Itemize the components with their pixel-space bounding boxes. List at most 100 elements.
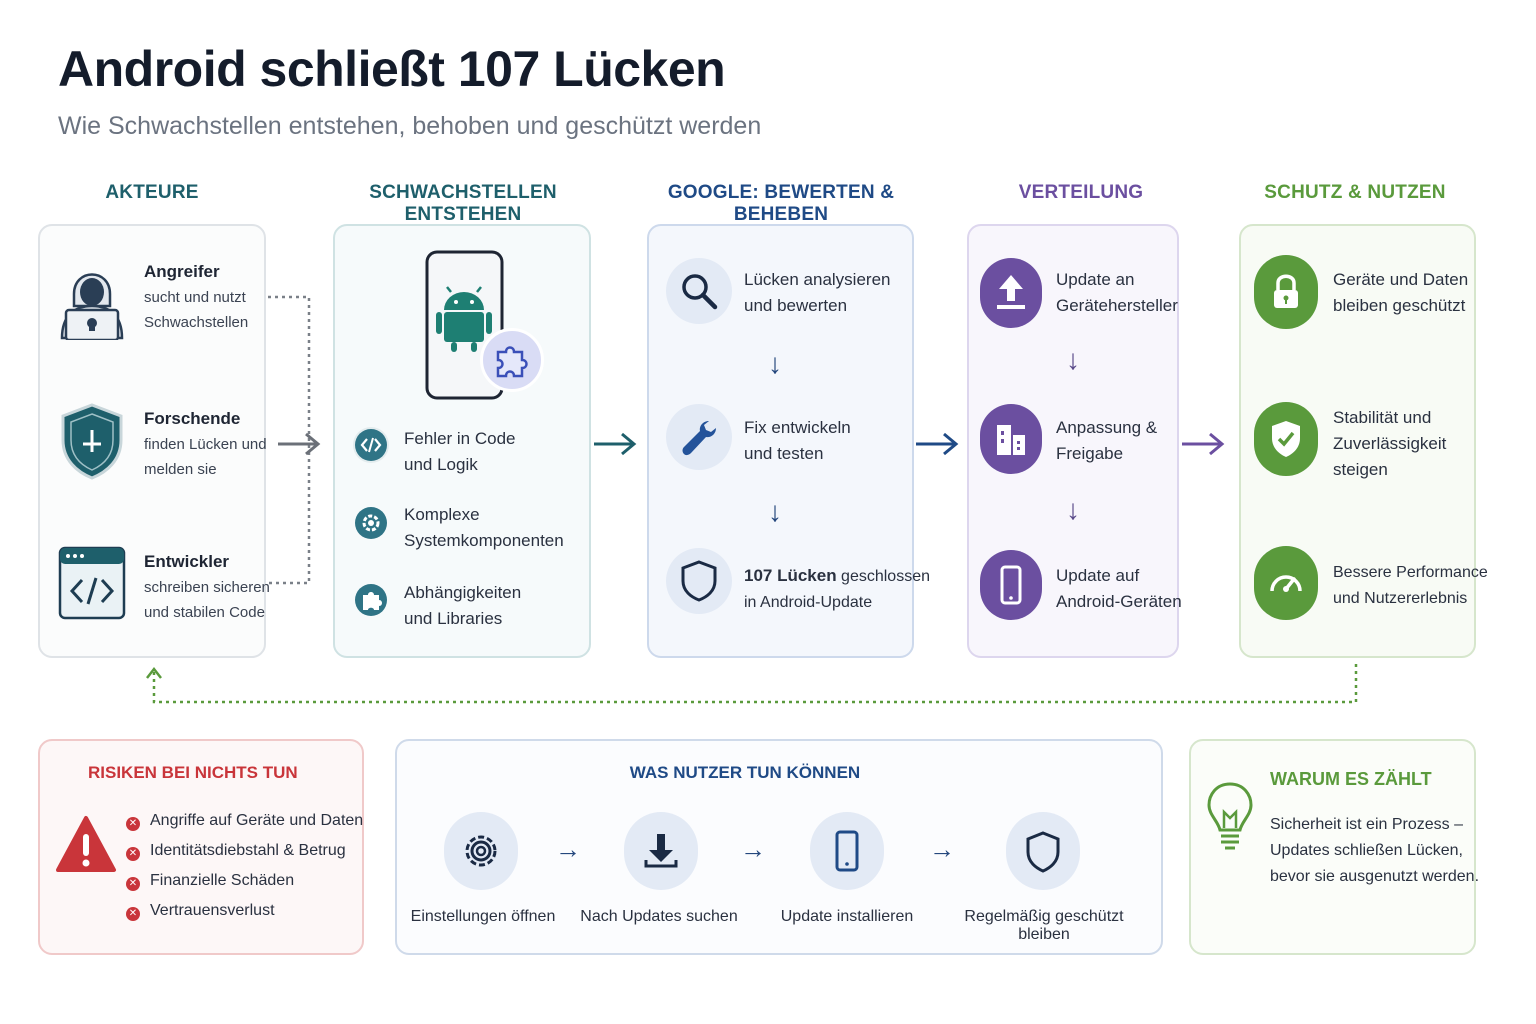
fix-3-count: 107 Lücken <box>744 566 837 585</box>
risk-item: ✕ Finanzielle Schäden <box>126 866 363 896</box>
actor-desc-angreifer-2: Schwachstellen <box>144 314 249 331</box>
page-subtitle: Wie Schwachstellen entstehen, behoben un… <box>58 112 762 140</box>
heading-entstehen: SCHWACHSTELLEN ENTSTEHEN <box>369 182 557 225</box>
x-icon: ✕ <box>126 847 140 861</box>
download-icon <box>624 812 698 890</box>
fix-2-line2: und testen <box>744 444 824 463</box>
lock-icon <box>1254 255 1318 329</box>
cause-2-line2: Systemkomponenten <box>404 531 564 550</box>
puzzle-small-icon <box>353 582 389 618</box>
fix-3-line1: 107 Lücken geschlossen <box>744 563 930 590</box>
down-arrow-google-1: ↓ <box>768 348 782 379</box>
phone-icon <box>980 550 1042 620</box>
shield-plus-icon <box>58 402 126 480</box>
cause-2-line1: Komplexe <box>404 505 480 524</box>
arrow-2 <box>594 432 637 456</box>
code-window-icon <box>58 546 126 620</box>
heading-schutz: SCHUTZ & NUTZEN <box>1264 182 1446 203</box>
cause-3-line1: Abhängigkeiten <box>404 583 522 602</box>
step-arrow-3: → <box>929 834 955 864</box>
benefit-2-line3: steigen <box>1333 460 1388 479</box>
heading-google: GOOGLE: BEWERTEN & BEHEBEN <box>667 182 895 225</box>
dist-3-line2: Android-Geräten <box>1056 592 1182 611</box>
heading-verteilung: VERTEILUNG <box>1018 182 1144 203</box>
gauge-icon <box>1254 546 1318 620</box>
building-icon <box>980 404 1042 474</box>
fix-2-line1: Fix entwickeln <box>744 418 851 437</box>
risks-list: ✕ Angriffe auf Geräte und Daten ✕ Identitä… <box>126 806 363 926</box>
risk-label: Identitätsdiebstahl & Betrug <box>150 842 346 859</box>
actors-connector <box>268 295 311 585</box>
why-line1: Sicherheit ist ein Prozess – <box>1270 816 1463 833</box>
shield-outline-icon <box>1006 812 1080 890</box>
hacker-icon <box>56 254 128 340</box>
step-label-4: Regelmäßig geschützt bleiben <box>964 908 1124 943</box>
dist-3-line1: Update auf <box>1056 566 1140 585</box>
benefit-1-line2: bleiben geschützt <box>1333 296 1466 315</box>
dist-1-line1: Update an <box>1056 270 1135 289</box>
actor-desc-entwickler-1: schreiben sicheren <box>144 579 270 596</box>
risk-item: ✕ Vertrauensverlust <box>126 896 363 926</box>
cause-1-line1: Fehler in Code <box>404 429 516 448</box>
actor-title-entwickler: Entwickler <box>144 552 230 571</box>
risk-label: Finanzielle Schäden <box>150 872 295 889</box>
fix-3-rest: geschlossen <box>836 568 930 585</box>
benefit-2-line2: Zuverlässigkeit <box>1333 434 1447 453</box>
why-heading: WARUM ES ZÄHLT <box>1270 769 1432 789</box>
why-line2: Updates schließen Lücken, <box>1270 842 1463 859</box>
lightbulb-icon <box>1204 780 1256 854</box>
step-arrow-1: → <box>555 834 581 864</box>
code-icon <box>353 427 389 463</box>
benefit-3-line1: Bessere Performance <box>1333 564 1488 581</box>
arrow-1 <box>278 432 321 456</box>
why-panel <box>1189 739 1476 955</box>
actor-title-angreifer: Angreifer <box>144 262 220 281</box>
magnifier-icon <box>666 258 732 324</box>
settings-gear-icon <box>444 812 518 890</box>
down-arrow-dist-1: ↓ <box>1066 344 1080 375</box>
x-icon: ✕ <box>126 877 140 891</box>
heading-akteure: AKTEURE <box>105 182 199 203</box>
risk-label: Vertrauensverlust <box>150 902 275 919</box>
page-title: Android schließt 107 Lücken <box>58 41 726 97</box>
fix-1-line1: Lücken analysieren <box>744 270 891 289</box>
actor-desc-forschende-2: melden sie <box>144 461 217 478</box>
step-label-2: Nach Updates suchen <box>580 908 738 925</box>
shield-check-icon <box>1254 402 1318 476</box>
benefit-3-line2: und Nutzererlebnis <box>1333 590 1468 607</box>
why-line3: bevor sie ausgenutzt werden. <box>1270 868 1480 885</box>
arrow-3 <box>916 432 959 456</box>
actor-desc-angreifer-1: sucht und nutzt <box>144 289 246 306</box>
dist-2-line2: Freigabe <box>1056 444 1124 463</box>
fix-3-line2: in Android-Update <box>744 594 873 611</box>
step-arrow-2: → <box>740 834 766 864</box>
puzzle-icon <box>480 328 544 392</box>
actor-desc-entwickler-2: und stabilen Code <box>144 604 265 621</box>
benefit-2-line1: Stabilität und <box>1333 408 1432 427</box>
x-icon: ✕ <box>126 817 140 831</box>
upload-icon <box>980 258 1042 328</box>
dist-2-line1: Anpassung & <box>1056 418 1158 437</box>
arrow-4 <box>1182 432 1225 456</box>
step-label-1: Einstellungen öffnen <box>410 908 556 925</box>
cause-3-line2: und Libraries <box>404 609 503 628</box>
wrench-icon <box>666 404 732 470</box>
smartphone-icon <box>810 812 884 890</box>
risk-label: Angriffe auf Geräte und Daten <box>150 812 364 829</box>
user-actions-heading: WAS NUTZER TUN KÖNNEN <box>629 763 861 782</box>
step-label-3: Update installieren <box>780 908 914 925</box>
actor-title-forschende: Forschende <box>144 409 241 428</box>
risk-item: ✕ Identitätsdiebstahl & Betrug <box>126 836 363 866</box>
down-arrow-dist-2: ↓ <box>1066 494 1080 525</box>
feedback-loop-line <box>146 664 1358 704</box>
down-arrow-google-2: ↓ <box>768 496 782 527</box>
x-icon: ✕ <box>126 907 140 921</box>
gear-icon <box>353 505 389 541</box>
shield-icon <box>666 548 732 614</box>
risk-item: ✕ Angriffe auf Geräte und Daten <box>126 806 363 836</box>
risks-heading: RISIKEN BEI NICHTS TUN <box>88 763 298 782</box>
actor-desc-forschende-1: finden Lücken und <box>144 436 267 453</box>
benefit-1-line1: Geräte und Daten <box>1333 270 1469 289</box>
fix-1-line2: und bewerten <box>744 296 848 315</box>
dist-1-line2: Gerätehersteller <box>1056 296 1178 315</box>
